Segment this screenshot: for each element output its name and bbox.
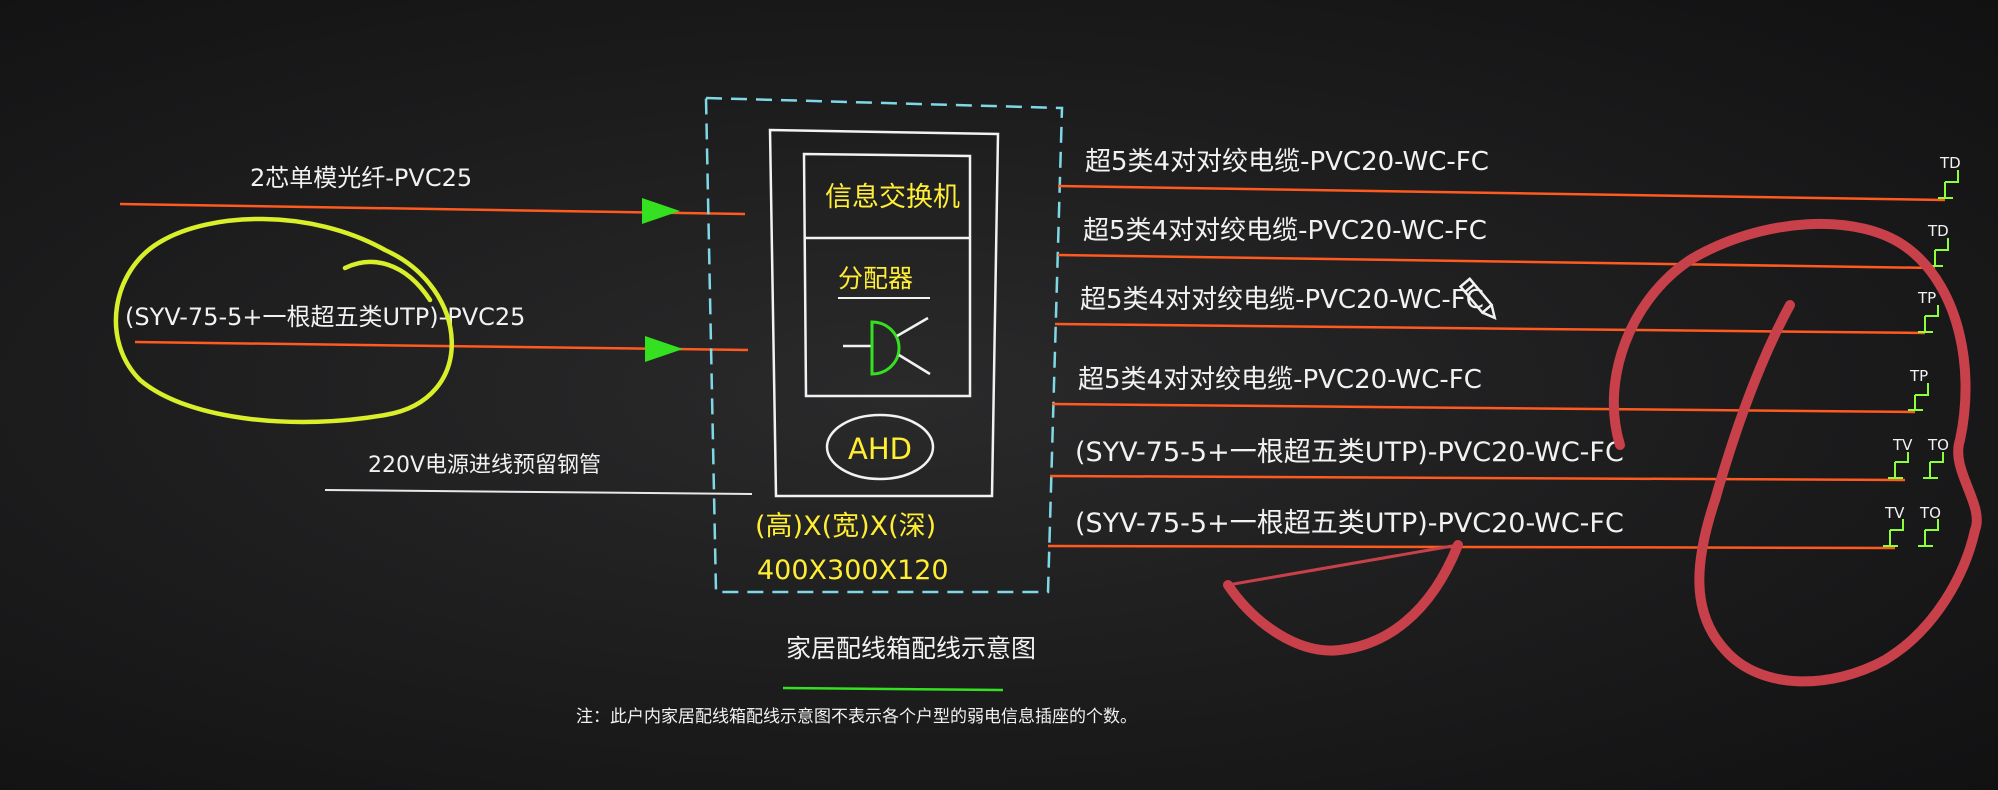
terminal-tp-icon: TP	[1908, 367, 1929, 411]
ahd-ellipse	[825, 413, 935, 481]
box-dims-label: (高)X(宽)X(深)	[755, 511, 936, 542]
box-dashed-outline	[704, 96, 1064, 594]
terminal-tv-icon: TV	[1888, 436, 1913, 479]
terminal-td-icon: TD	[1927, 222, 1949, 267]
switch-panel	[802, 152, 972, 398]
input-fiber-label: 2芯单模光纤-PVC25	[250, 164, 472, 192]
output-line	[1057, 184, 1946, 202]
box-dims-value: 400X300X120	[757, 555, 949, 586]
yellow-circle-annotation	[113, 216, 454, 425]
output-label: 超5类4对对绞电缆-PVC20-WC-FC	[1083, 216, 1487, 246]
output-line	[1057, 253, 1936, 270]
terminal-to-icon: TO	[1923, 436, 1949, 479]
red-stroke-annotation	[1226, 543, 1460, 587]
terminal-label: TP	[1917, 289, 1936, 307]
input-cables: 2芯单模光纤-PVC25 (SYV-75-5+一根超五类UTP)-PVC25 2…	[119, 164, 753, 495]
output-row: (SYV-75-5+一根超五类UTP)-PVC20-WC-FC TV TO	[1049, 436, 1949, 482]
diagram-note: 注：此户内家居配线箱配线示意图不表示各个户型的弱电信息插座的个数。	[576, 707, 1137, 727]
terminal-label: TD	[1939, 154, 1961, 172]
red-loop-annotation	[1608, 218, 1982, 687]
red-hook-annotation	[1223, 540, 1463, 656]
terminal-label: TO	[1919, 504, 1941, 522]
terminal-label: TV	[1884, 504, 1905, 522]
terminal-label: TP	[1909, 367, 1928, 385]
output-cables: 超5类4对对绞电缆-PVC20-WC-FC TD 超5类4对对绞电缆-PVC20…	[1047, 147, 1961, 550]
output-line	[1051, 402, 1916, 414]
output-row: 超5类4对对绞电缆-PVC20-WC-FC TP	[1054, 285, 1939, 335]
ahd-label: AHD	[848, 432, 912, 466]
terminal-label: TV	[1892, 436, 1913, 454]
splitter-label: 分配器	[838, 264, 913, 293]
terminal-label: TD	[1927, 222, 1949, 240]
output-label: 超5类4对对绞电缆-PVC20-WC-FC	[1085, 147, 1489, 177]
terminal-label: TO	[1927, 436, 1949, 454]
output-label: (SYV-75-5+一根超五类UTP)-PVC20-WC-FC	[1075, 437, 1624, 468]
input-coax-arrow	[645, 336, 683, 362]
switch-label: 信息交换机	[825, 182, 960, 213]
pencil-cursor-icon	[1458, 277, 1497, 321]
output-row: 超5类4对对绞电缆-PVC20-WC-FC TP	[1051, 365, 1929, 414]
output-row: 超5类4对对绞电缆-PVC20-WC-FC TD	[1057, 216, 1949, 270]
output-label: 超5类4对对绞电缆-PVC20-WC-FC	[1080, 285, 1484, 315]
hand-annotations	[113, 216, 1982, 687]
terminal-td-icon: TD	[1938, 154, 1961, 199]
input-fiber-arrow	[642, 198, 680, 224]
box-inner-frame	[768, 128, 1000, 498]
yellow-circle-tail	[342, 259, 433, 303]
input-power-label: 220V电源进线预留钢管	[368, 453, 601, 478]
output-line	[1049, 474, 1906, 482]
caption-underline	[782, 686, 1004, 692]
output-line	[1047, 544, 1896, 550]
diagram-caption: 家居配线箱配线示意图	[786, 634, 1036, 663]
input-power-line	[324, 489, 753, 495]
terminal-tv-icon: TV	[1883, 504, 1905, 547]
output-row: 超5类4对对绞电缆-PVC20-WC-FC TD	[1057, 147, 1961, 202]
output-line	[1054, 322, 1926, 335]
output-row: (SYV-75-5+一根超五类UTP)-PVC20-WC-FC TV TO	[1047, 504, 1941, 550]
terminal-tp-icon: TP	[1917, 289, 1939, 333]
terminal-to-icon: TO	[1918, 504, 1941, 547]
output-label: 超5类4对对绞电缆-PVC20-WC-FC	[1078, 365, 1482, 395]
input-fiber-line	[119, 202, 746, 216]
splitter-symbol-icon	[843, 316, 931, 376]
output-label: (SYV-75-5+一根超五类UTP)-PVC20-WC-FC	[1075, 508, 1624, 539]
input-coax-label: (SYV-75-5+一根超五类UTP)-PVC25	[125, 303, 525, 331]
distribution-box: 信息交换机 分配器 AHD (高)X(宽)X(深) 400X300X120	[704, 96, 1064, 594]
